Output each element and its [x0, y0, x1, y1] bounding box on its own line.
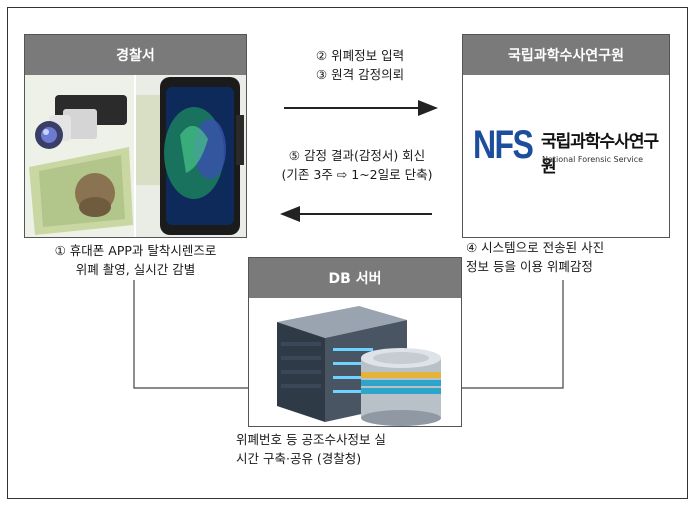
db-node-title: DB 서버 — [249, 258, 461, 298]
banknote-lens-photo — [25, 75, 134, 237]
smartphone-photo — [136, 75, 246, 237]
request-edge-label: ② 위폐정보 입력 ③ 원격 감정의뢰 — [315, 48, 405, 82]
nfs-logo-korean: 국립과학수사연구원 — [541, 132, 659, 177]
nfs-node: 국립과학수사연구원 NFS 국립과학수사연구원 National Forensi… — [462, 34, 670, 238]
police-node: 경찰서 — [24, 34, 247, 238]
nfs-db-link — [462, 280, 564, 389]
server-icon — [263, 298, 449, 426]
nfs-logo-mark: NFS — [473, 123, 534, 167]
nfs-node-title: 국립과학수사연구원 — [463, 35, 669, 75]
police-caption: ① 휴대폰 APP과 탈착시렌즈로 위폐 촬영, 실시간 감별 — [54, 243, 217, 277]
nfs-logo: NFS 국립과학수사연구원 National Forensic Service — [473, 119, 663, 183]
police-node-title: 경찰서 — [25, 35, 246, 75]
reply-edge-label: ⑤ 감정 결과(감정서) 회신 (기존 3주 ⇨ 1~2일로 단축) — [281, 148, 433, 182]
diagram-frame — [7, 7, 688, 499]
db-caption: 위폐번호 등 공조수사정보 실 시간 구축·공유 (경찰청) — [236, 432, 386, 466]
db-node: DB 서버 — [248, 257, 462, 427]
police-db-link — [133, 280, 248, 389]
nfs-logo-english: National Forensic Service — [542, 155, 644, 164]
nfs-caption: ④ 시스템으로 전송된 사진 정보 등을 이용 위폐감정 — [466, 240, 605, 274]
